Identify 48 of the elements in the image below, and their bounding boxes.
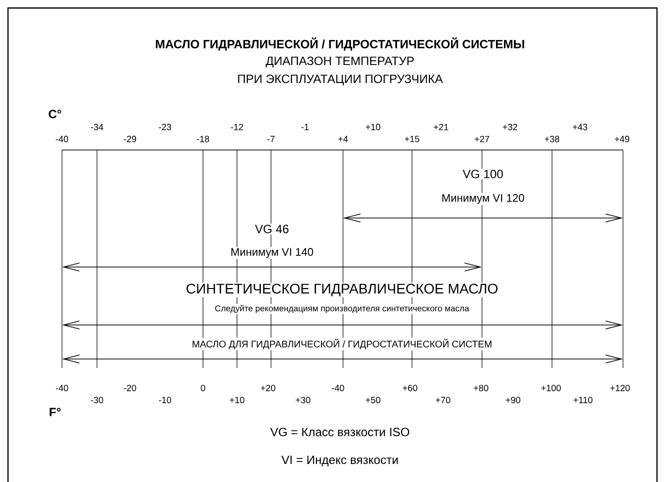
tick-label: +21 bbox=[432, 122, 450, 132]
title: МАСЛО ГИДРАВЛИЧЕСКОЙ / ГИДРОСТАТИЧЕСКОЙ СИСТЕМЫ bbox=[156, 37, 524, 51]
range-note: Следуйте рекомендациям производителя синтетического масла bbox=[214, 304, 470, 314]
subtitle: ДИАПАЗОН ТЕМПЕРАТУР bbox=[266, 56, 414, 68]
tick-label: +15 bbox=[403, 134, 421, 144]
tick-label: +70 bbox=[434, 396, 452, 404]
tick-label: +120 bbox=[608, 384, 632, 392]
tick-label: +110 bbox=[572, 396, 594, 404]
tick-label: -1 bbox=[300, 122, 310, 132]
tick-label: +10 bbox=[228, 396, 246, 404]
axis-label: C° bbox=[47, 108, 63, 120]
tick-label: -40 bbox=[54, 134, 70, 144]
tick-label: -23 bbox=[158, 122, 172, 132]
tick-label: -20 bbox=[122, 384, 138, 392]
tick-label: +60 bbox=[401, 384, 419, 392]
tick-label: -10 bbox=[158, 396, 172, 404]
tick-label: +27 bbox=[473, 134, 491, 144]
tick-label: +38 bbox=[543, 134, 561, 144]
legend-note: VG = Класс вязкости ISO bbox=[269, 426, 411, 438]
tick-label: +32 bbox=[501, 122, 519, 132]
tick-label: -12 bbox=[230, 122, 244, 132]
tick-label: -40 bbox=[54, 384, 70, 392]
tick-label: 0 bbox=[200, 384, 206, 392]
tick-label: -30 bbox=[90, 396, 104, 404]
tick-label: +49 bbox=[613, 134, 631, 144]
tick-label: +10 bbox=[364, 122, 382, 132]
tick-label: -40 bbox=[330, 384, 346, 392]
tick-label: +4 bbox=[336, 134, 350, 144]
subtitle: ПРИ ЭКСПЛУАТАЦИИ ПОГРУЗЧИКА bbox=[238, 74, 443, 86]
tick-label: +100 bbox=[540, 384, 562, 392]
range-label: СИНТЕТИЧЕСКОЕ ГИДРАВЛИЧЕСКОЕ МАСЛО bbox=[184, 282, 500, 298]
tick-label: +80 bbox=[472, 384, 490, 392]
tick-label: -18 bbox=[196, 134, 210, 144]
range-label: МАСЛО ДЛЯ ГИДРАВЛИЧЕСКОЙ / ГИДРОСТАТИЧЕСКОЙ СИСТЕМ bbox=[190, 338, 494, 350]
tick-label: -34 bbox=[90, 122, 104, 132]
legend-note: VI = Индекс вязкости bbox=[280, 454, 400, 468]
range-label: Минимум VI 120 bbox=[440, 193, 526, 205]
range-label: VG 46 bbox=[254, 224, 290, 234]
tick-label: +20 bbox=[259, 384, 277, 392]
range-label: VG 100 bbox=[462, 168, 504, 180]
range-label: Минимум VI 140 bbox=[230, 247, 314, 259]
tick-label: -29 bbox=[122, 134, 138, 144]
tick-label: +43 bbox=[571, 122, 589, 132]
tick-label: -7 bbox=[266, 134, 276, 144]
tick-label: +50 bbox=[364, 396, 382, 404]
axis-label: F° bbox=[48, 406, 62, 418]
tick-label: +30 bbox=[294, 396, 312, 404]
tick-label: +90 bbox=[504, 396, 522, 404]
